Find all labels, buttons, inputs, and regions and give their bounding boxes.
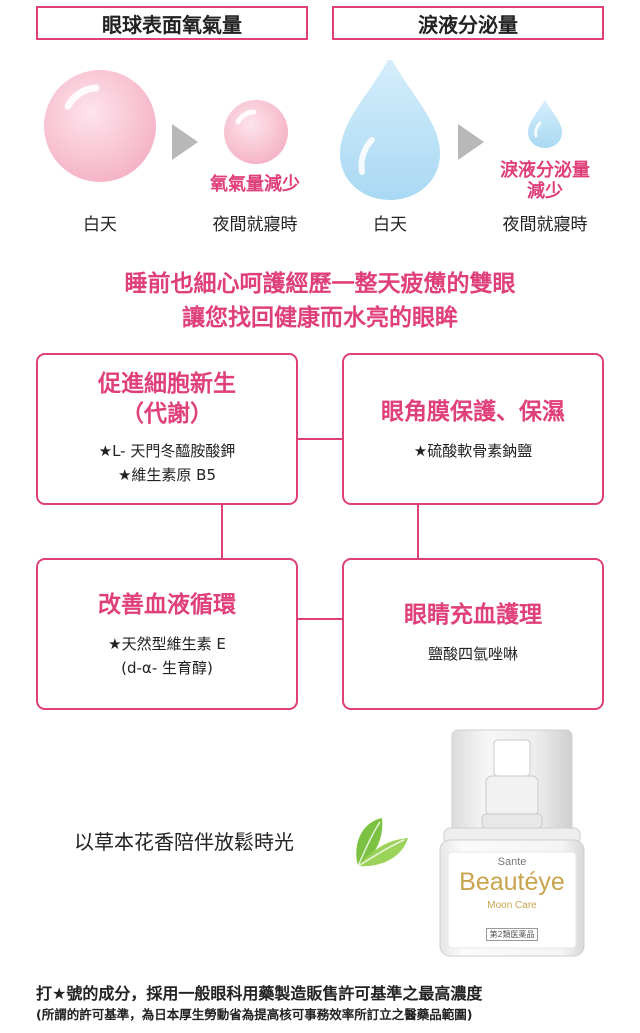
benefit-title: 促進細胞新生	[98, 371, 236, 397]
bottle-brand-main: Beautéye	[459, 868, 565, 896]
bottle-brand-small: Sante	[497, 856, 527, 868]
arrow-right-icon	[458, 124, 484, 160]
product-tagline: 以草本花香陪伴放鬆時光	[74, 830, 294, 854]
bottle-sub: Moon Care	[487, 900, 537, 911]
tears-reduce-note: 淚液分泌量 減少	[480, 160, 610, 202]
footnote-line1: 打★號的成分，採用一般眼科用藥製造販售許可基準之最高濃度	[36, 984, 483, 1003]
header-oxygen-label: 眼球表面氧氣量	[102, 12, 242, 37]
bottle-badge: 第2類医薬品	[486, 928, 538, 941]
benefit-ingredient: ★天然型維生素 E	[108, 635, 226, 653]
header-tears: 淚液分泌量	[332, 6, 604, 40]
oxygen-reduce-note: 氧氣量減少	[210, 174, 300, 195]
tears-day-label: 白天	[373, 215, 407, 235]
tears-night-drop	[528, 100, 562, 148]
tears-night-label: 夜間就寢時	[502, 215, 588, 235]
benefit-card-redness: 眼睛充血護理 鹽酸四氫唑啉	[342, 558, 604, 710]
connector-left	[221, 504, 223, 560]
tears-day-drop	[340, 60, 440, 200]
connector-right	[417, 504, 419, 560]
benefit-title: 眼睛充血護理	[404, 602, 542, 628]
header-tears-label: 淚液分泌量	[418, 12, 518, 37]
tears-reduce-note-line1: 淚液分泌量	[500, 160, 590, 181]
benefit-ingredient: ★硫酸軟骨素鈉鹽	[413, 442, 533, 460]
oxygen-night-bubble	[224, 100, 288, 164]
product-bottle: Sante Beautéye Moon Care 第2類医薬品	[436, 728, 588, 960]
tears-reduce-note-line2: 減少	[527, 181, 563, 202]
connector-top	[298, 438, 344, 440]
benefit-ingredient: 鹽酸四氫唑啉	[427, 645, 518, 663]
benefit-card-cornea: 眼角膜保護、保濕 ★硫酸軟骨素鈉鹽	[342, 353, 604, 505]
footnote-line2: (所謂的許可基準，為日本厚生勞動省為提高核可事務效率所訂立之醫藥品範圍)	[36, 1007, 473, 1022]
benefit-title: 改善血液循環	[98, 592, 236, 618]
oxygen-night-label: 夜間就寢時	[212, 215, 298, 235]
arrow-right-icon	[172, 124, 198, 160]
oxygen-day-bubble	[44, 70, 156, 182]
benefit-card-cell-renewal: 促進細胞新生 （代謝） ★L- 天門冬醯胺酸鉀 ★維生素原 B5	[36, 353, 298, 505]
headline-line2: 讓您找回健康而水亮的眼眸	[182, 305, 458, 331]
leaf-icon	[356, 818, 408, 867]
benefit-ingredient: ★L- 天門冬醯胺酸鉀	[98, 442, 236, 460]
benefit-title: 眼角膜保護、保濕	[381, 399, 565, 425]
connector-bottom	[298, 618, 344, 620]
oxygen-day-label: 白天	[83, 215, 117, 235]
headline-line1: 睡前也細心呵護經歷一整天疲憊的雙眼	[124, 271, 516, 297]
comparison-illustration	[44, 60, 562, 200]
benefit-ingredient: (d-α- 生育醇)	[121, 659, 213, 677]
benefit-card-circulation: 改善血液循環 ★天然型維生素 E (d-α- 生育醇)	[36, 558, 298, 710]
benefit-ingredient: ★維生素原 B5	[117, 466, 217, 484]
benefit-title-sub: （代謝）	[121, 401, 213, 427]
header-oxygen: 眼球表面氧氣量	[36, 6, 308, 40]
